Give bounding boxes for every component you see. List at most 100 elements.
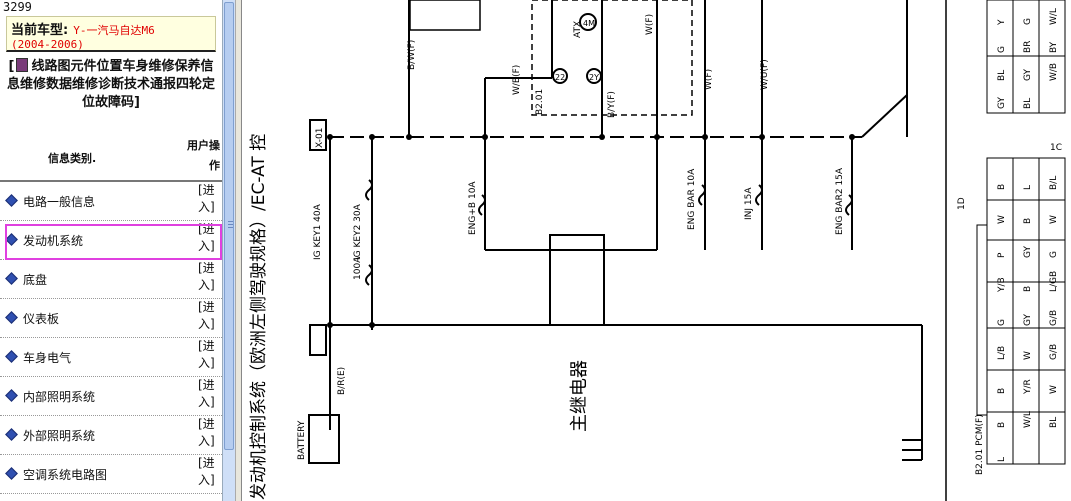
connector-pin-label: GY	[1023, 245, 1033, 258]
wire-label: W(F)	[645, 14, 655, 35]
connector-pin-label: GY	[1023, 313, 1033, 326]
wire-label: B2.01	[535, 89, 545, 115]
category-row[interactable]: 空调系统电路图 [进入]	[0, 455, 222, 494]
connector-pin-label: W	[1049, 215, 1059, 224]
category-label[interactable]: 空调系统电路图	[23, 468, 108, 482]
connector-pin-label: B	[1023, 286, 1033, 292]
category-label[interactable]: 仪表板	[23, 312, 60, 326]
connector-pin-label: GY	[1023, 68, 1033, 81]
wiring-diagram: 发动机控制系统（欧洲左侧驾驶规格）/EC-AT 控 主继电器 BATTERY X…	[242, 0, 1071, 501]
connector-pin-label: W/B	[1049, 63, 1059, 81]
bullet-diamond-icon	[5, 350, 18, 363]
action-column-header: 用户操作	[187, 139, 220, 172]
connector-pin-label: G	[1023, 18, 1033, 25]
connector-pin-label: B	[1023, 218, 1033, 224]
connector-pin-label: G	[997, 319, 1007, 326]
category-label[interactable]: 车身电气	[23, 351, 72, 365]
enter-link[interactable]: [进入]	[198, 183, 215, 214]
enter-link[interactable]: [进入]	[198, 339, 215, 370]
category-label[interactable]: 底盘	[23, 273, 48, 287]
circle-label: 4M	[583, 19, 595, 28]
connector-pin-label: W	[1049, 385, 1059, 394]
enter-link[interactable]: [进入]	[198, 417, 215, 448]
selection-highlight	[5, 224, 222, 260]
connector-pin-label: G	[1049, 251, 1059, 258]
enter-link[interactable]: [进入]	[198, 261, 215, 292]
category-label[interactable]: 电路一般信息	[23, 195, 96, 209]
category-row[interactable]: 外部照明系统 [进入]	[0, 416, 222, 455]
connector-pin-label: L	[1023, 185, 1033, 190]
header-open-bracket: [	[8, 59, 15, 74]
category-label[interactable]: 内部照明系统	[23, 390, 96, 404]
category-row[interactable]: 内部照明系统 [进入]	[0, 377, 222, 416]
connector-pin-label: BL	[1023, 98, 1033, 109]
connector-pin-label: W	[997, 215, 1007, 224]
header-close-bracket: ]	[134, 95, 140, 110]
connector-pin-label: Y	[997, 19, 1007, 26]
enter-link[interactable]: [进入]	[198, 456, 215, 487]
connector-pin-label: BL	[1049, 417, 1059, 428]
marker-1c: 1C	[1050, 143, 1062, 153]
connector-pin-label: P	[997, 252, 1007, 258]
connector-pin-label: W/L	[1023, 411, 1033, 428]
wire-label: W/B(F)	[512, 65, 522, 95]
bullet-diamond-icon	[5, 272, 18, 285]
model-years: (2004-2006)	[11, 38, 84, 51]
wire-label: W(F)	[704, 69, 714, 90]
connector-pin-label: Y/R	[1023, 379, 1033, 395]
connector-pin-label: Y/B	[997, 277, 1007, 293]
vertical-scrollbar[interactable]	[222, 0, 235, 501]
circle-label: 22	[555, 73, 565, 82]
current-model-box: 当前车型: Y-一汽马自达M6 (2004-2006)	[6, 16, 216, 52]
connector-pin-label: B	[997, 388, 1007, 394]
wire-label: ATX	[573, 21, 583, 38]
enter-link[interactable]: [进入]	[198, 300, 215, 331]
connector-pin-label: BL	[997, 70, 1007, 81]
connector-pin-label: B	[997, 184, 1007, 190]
connector-pin-label: BR	[1023, 41, 1033, 53]
connector-pin-label: GY	[997, 96, 1007, 109]
wire-label: B/W(F)	[407, 40, 417, 70]
bullet-diamond-icon	[5, 389, 18, 402]
category-row[interactable]: 电路一般信息 [进入]	[0, 182, 222, 221]
connector-pin-label: W	[1023, 351, 1033, 360]
wire-label: B/R(E)	[337, 367, 347, 395]
connector-pin-label: G	[997, 46, 1007, 53]
category-label[interactable]: 发动机系统	[23, 234, 84, 248]
category-row[interactable]: 底盘 [进入]	[0, 260, 222, 299]
circle-label: 2Y	[589, 73, 599, 82]
battery-label: BATTERY	[297, 420, 307, 460]
fuse-label: IG KEY2 30A	[353, 203, 363, 260]
category-label[interactable]: 外部照明系统	[23, 429, 96, 443]
marker-1d: 1D	[957, 197, 967, 210]
column-headers: 信息类别. 用户操作	[0, 136, 222, 176]
enter-link[interactable]: [进入]	[198, 378, 215, 409]
section-header: [线路图元件位置车身维修保养信息维修数据维修诊断技术通报四轮定位故障码]	[3, 58, 219, 132]
diagram-side-title: 发动机控制系统（欧洲左侧驾驶规格）/EC-AT 控	[249, 134, 269, 500]
model-label: 当前车型:	[11, 23, 69, 38]
fuse-label: IG KEY1 40A	[313, 203, 323, 260]
fuse-label: INJ 15A	[744, 187, 754, 220]
wire-label: W/U(F)	[760, 59, 770, 90]
connector-pin-label: B	[997, 422, 1007, 428]
connector-pin-label: L/B	[997, 346, 1007, 360]
fuse-label: ENG+B 10A	[468, 181, 478, 235]
connector-pcm-label: B2.01 PCM(F)	[975, 414, 985, 475]
pane-splitter[interactable]	[235, 0, 242, 501]
header-links-text[interactable]: 线路图元件位置车身维修保养信息维修数据维修诊断技术通报四轮定位故障码	[6, 59, 215, 110]
connector-pin-label: W/L	[1049, 8, 1059, 25]
wire-label: B/Y(F)	[607, 91, 617, 118]
category-column-header: 信息类别.	[48, 152, 97, 165]
fuse-label: ENG BAR 10A	[687, 168, 697, 230]
fuse-label: 100A	[353, 256, 363, 280]
connector-pin-label: G/B	[1049, 344, 1059, 360]
scrollbar-thumb[interactable]	[224, 2, 234, 450]
bullet-diamond-icon	[5, 194, 18, 207]
fuse-label: ENG BAR2 15A	[835, 167, 845, 235]
book-icon	[16, 58, 29, 72]
category-row[interactable]: 车身电气 [进入]	[0, 338, 222, 377]
connector-pin-label: L	[997, 457, 1007, 462]
category-row[interactable]: 仪表板 [进入]	[0, 299, 222, 338]
category-row[interactable]: 发动机系统[进入]	[0, 221, 222, 260]
connector-pin-label: B/L	[1049, 176, 1059, 190]
